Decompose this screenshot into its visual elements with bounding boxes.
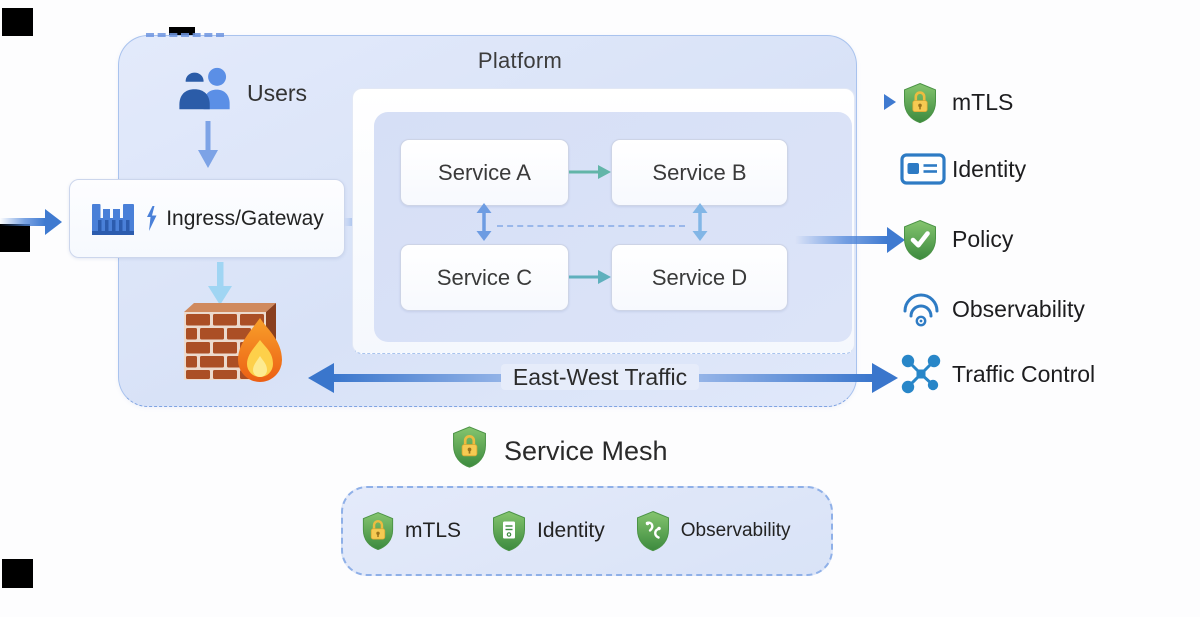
legend-item-traffic-control: Traffic Control <box>952 361 1096 387</box>
service-box-b: Service B <box>611 139 788 206</box>
black-marker <box>2 559 33 588</box>
ingress-gateway-box: Ingress/Gateway <box>69 179 345 258</box>
service-b-label: Service B <box>652 159 747 185</box>
legend-pointer-icon <box>884 94 896 110</box>
shield-lock-icon <box>453 426 486 468</box>
shield-squiggle-icon <box>636 510 669 552</box>
arrow-service-c-to-d <box>569 270 611 284</box>
shield-certificate-icon <box>493 510 526 552</box>
mesh-features-pill: mTLS Identity Observability <box>341 486 833 576</box>
arrow-external-inbound <box>0 209 62 235</box>
feature-mtls-label: mTLS <box>405 519 462 542</box>
feature-identity-label: Identity <box>537 519 605 542</box>
arrow-ingress-to-firewall <box>208 262 232 305</box>
feature-observability-label: Observability <box>680 520 791 541</box>
bolt-icon <box>147 205 157 231</box>
arrow-users-to-ingress <box>198 121 218 168</box>
observability-icon <box>903 293 939 327</box>
firewall-icon <box>184 303 282 382</box>
shield-lock-icon <box>362 512 394 551</box>
id-card-icon <box>900 153 946 185</box>
service-box-d: Service D <box>611 244 788 311</box>
legend-item-observability: Observability <box>952 296 1085 322</box>
legend-item-policy: Policy <box>952 226 1014 252</box>
arrow-service-a-c <box>476 203 492 241</box>
gateway-castle-icon <box>92 203 135 235</box>
legend-item-identity: Identity <box>952 156 1027 182</box>
shield-lock-icon <box>904 82 936 124</box>
black-marker <box>2 8 33 36</box>
users-label: Users <box>247 80 308 106</box>
arrow-service-b-d <box>692 203 708 241</box>
service-box-a: Service A <box>400 139 569 206</box>
platform-title: Platform <box>477 48 563 73</box>
service-box-c: Service C <box>400 244 569 311</box>
service-a-label: Service A <box>438 159 531 185</box>
mesh-dashed-link <box>497 225 685 227</box>
service-mesh-title: Service Mesh <box>504 436 668 466</box>
legend-item-mtls: mTLS <box>952 89 1014 115</box>
platform-top-dashes <box>146 33 224 37</box>
flame-icon <box>238 318 282 382</box>
east-west-label: East-West Traffic <box>450 364 750 391</box>
arrow-mesh-to-policy <box>795 227 905 253</box>
service-d-label: Service D <box>651 264 748 290</box>
black-marker <box>0 224 30 252</box>
arrow-service-a-to-b <box>569 165 611 179</box>
shield-check-icon <box>904 219 936 261</box>
ingress-gateway-label: Ingress/Gateway <box>166 206 324 230</box>
feature-mtls: mTLS <box>361 511 461 551</box>
feature-identity: Identity <box>491 510 605 552</box>
traffic-control-icon <box>901 354 941 394</box>
service-c-label: Service C <box>436 264 533 290</box>
feature-observability: Observability <box>635 510 791 552</box>
users-icon <box>179 67 230 110</box>
